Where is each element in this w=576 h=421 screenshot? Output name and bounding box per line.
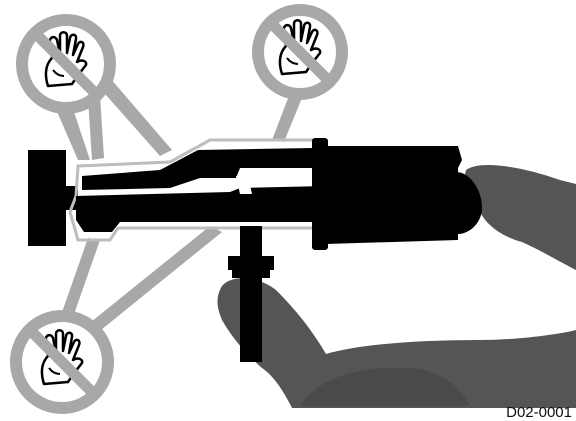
callout-connectors [52,78,306,334]
operator-hands [217,165,576,408]
right-hand [462,165,576,270]
tool-body [28,138,482,362]
no-hands-icon [10,310,114,414]
tool-grip [240,226,262,362]
no-hands-icon [16,14,116,114]
tool-nose-plate [28,150,66,246]
no-hands-icon [252,4,348,100]
left-hand [217,278,576,408]
figure-code: D02-0001 [506,404,572,421]
